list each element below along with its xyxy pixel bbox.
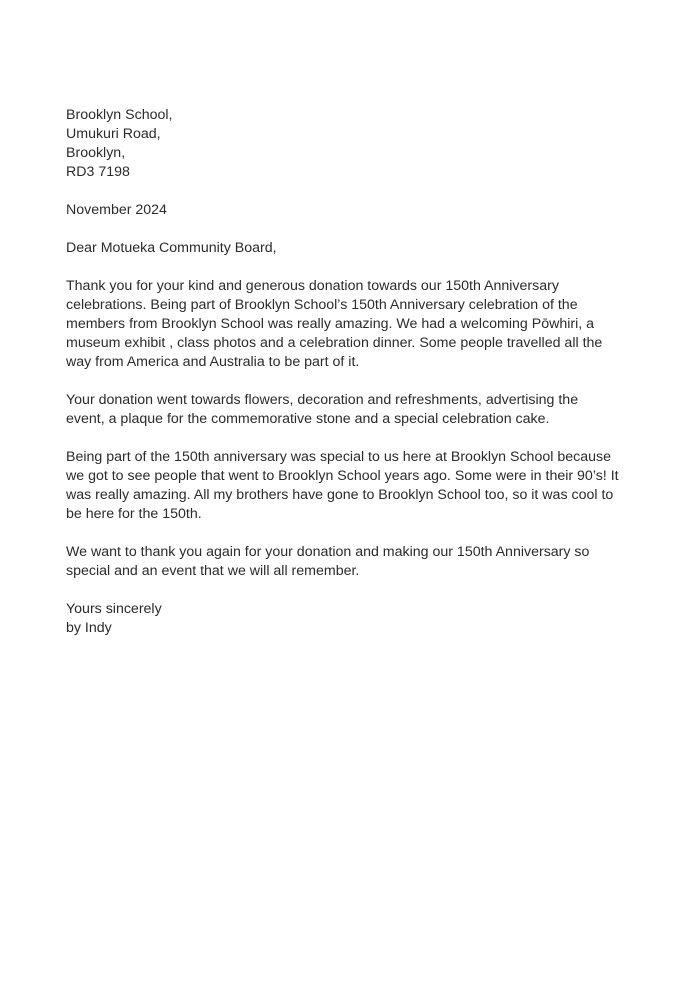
- address-line: RD3 7198: [66, 164, 130, 180]
- paragraph-line: members from Brooklyn School was really …: [66, 316, 595, 332]
- paragraph-line: Thank you for your kind and generous don…: [66, 278, 559, 294]
- paragraph-donation-use: Your donation went towards flowers, deco…: [66, 391, 626, 429]
- paragraph-line: we got to see people that went to Brookl…: [66, 468, 619, 484]
- paragraph-line: be here for the 150th.: [66, 506, 202, 522]
- paragraph-line: Being part of the 150th anniversary was …: [66, 449, 611, 465]
- paragraph-line: special and an event that we will all re…: [66, 563, 360, 579]
- paragraph-anniversary: Being part of the 150th anniversary was …: [66, 448, 626, 524]
- paragraph-line: Your donation went towards flowers, deco…: [66, 392, 579, 408]
- closing: Yours sincerely: [66, 601, 162, 617]
- paragraph-line: event, a plaque for the commemorative st…: [66, 411, 550, 427]
- paragraph-line: museum exhibit , class photos and a cele…: [66, 335, 603, 351]
- paragraph-thank-you: Thank you for your kind and generous don…: [66, 277, 626, 372]
- signature: by Indy: [66, 620, 112, 636]
- letter-date: November 2024: [66, 202, 167, 218]
- address-line: Brooklyn School,: [66, 107, 173, 123]
- paragraph-line: was really amazing. All my brothers have…: [66, 487, 614, 503]
- address-line: Umukuri Road,: [66, 126, 161, 142]
- paragraph-line: celebrations. Being part of Brooklyn Sch…: [66, 297, 578, 313]
- address-line: Brooklyn,: [66, 145, 126, 161]
- sender-address: Brooklyn School, Umukuri Road, Brooklyn,…: [66, 106, 626, 182]
- letter-body: Brooklyn School, Umukuri Road, Brooklyn,…: [66, 106, 626, 638]
- paragraph-closing-thanks: We want to thank you again for your dona…: [66, 543, 626, 581]
- paragraph-line: We want to thank you again for your dona…: [66, 544, 590, 560]
- salutation: Dear Motueka Community Board,: [66, 240, 277, 256]
- paragraph-line: way from America and Australia to be par…: [66, 354, 360, 370]
